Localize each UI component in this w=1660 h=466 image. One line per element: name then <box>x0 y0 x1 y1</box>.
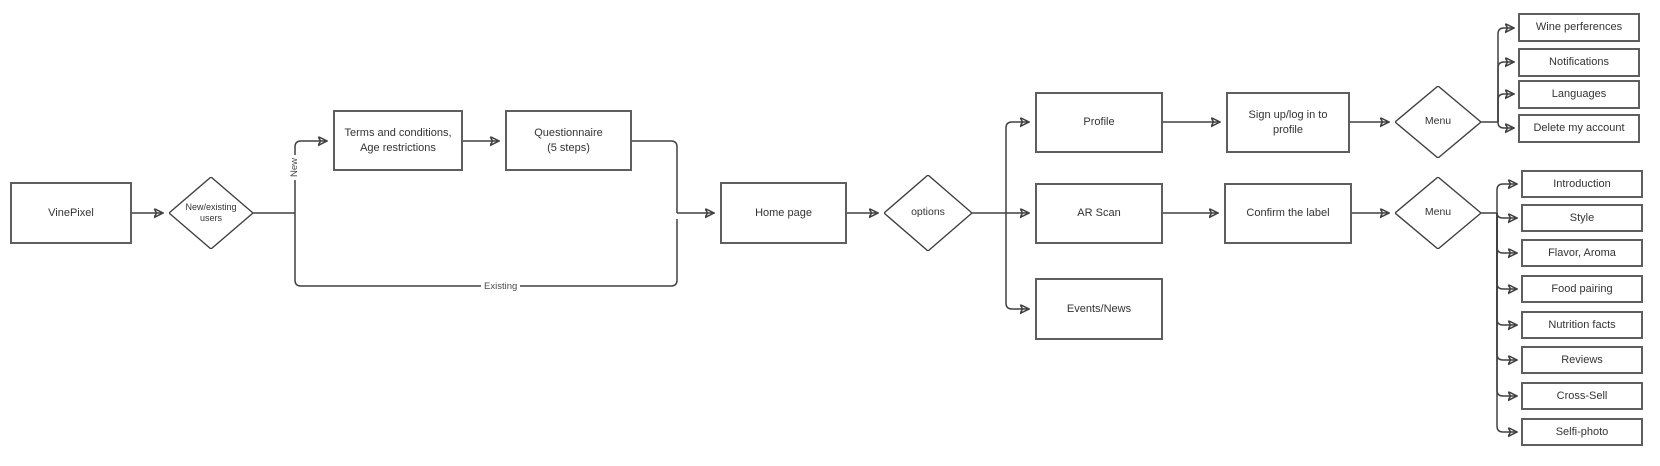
node-questionnaire: Questionnaire (5 steps) <box>505 110 632 171</box>
connector-menu2-selfie <box>1496 213 1516 432</box>
decision-options: options <box>884 175 972 251</box>
connector-menu1-notifications <box>1497 62 1513 122</box>
edge-label-existing: Existing <box>481 280 521 293</box>
edge-label-new: New <box>288 154 302 181</box>
decision-label: New/existing users <box>185 201 237 223</box>
connector-new-terms <box>294 141 326 213</box>
node-ar-scan: AR Scan <box>1035 183 1163 244</box>
menu-item-flavor-aroma: Flavor, Aroma <box>1521 239 1643 267</box>
decision-menu-scan: Menu <box>1395 177 1481 249</box>
decision-label: Menu <box>1424 115 1452 128</box>
connector-menu2-crosssell <box>1496 213 1516 396</box>
menu-item-selfie-photo: Selfi-photo <box>1521 418 1643 446</box>
connector-options-events <box>1005 213 1028 309</box>
menu-item-languages: Languages <box>1518 80 1640 109</box>
menu-item-reviews: Reviews <box>1521 346 1643 374</box>
connector-menu2-flavor <box>1496 213 1516 253</box>
connector-menu2-introduction <box>1496 184 1516 213</box>
node-vinepixel: VinePixel <box>10 182 132 244</box>
node-profile: Profile <box>1035 92 1163 153</box>
menu-item-nutrition-facts: Nutrition facts <box>1521 311 1643 339</box>
connector-options-profile <box>1005 122 1028 213</box>
menu-item-style: Style <box>1521 204 1643 232</box>
diamond-shape <box>169 177 253 249</box>
connector-menu2-nutrition <box>1496 213 1516 325</box>
connector-menu1-delete <box>1497 121 1513 128</box>
decision-label: Menu <box>1424 206 1452 219</box>
menu-item-food-pairing: Food pairing <box>1521 275 1643 303</box>
connector-questionnaire-junction <box>632 140 678 213</box>
diamond-shape <box>1395 177 1481 249</box>
connector-menu2-style <box>1496 212 1516 218</box>
menu-item-wine-preferences: Wine perferences <box>1518 13 1640 42</box>
decision-menu-profile: Menu <box>1395 86 1481 158</box>
connector-existing <box>294 213 678 287</box>
connector-menu1-wine <box>1497 28 1513 122</box>
node-events-news: Events/News <box>1035 278 1163 340</box>
menu-item-cross-sell: Cross-Sell <box>1521 382 1643 410</box>
decision-label: options <box>911 206 945 219</box>
node-confirm-label: Confirm the label <box>1224 183 1352 244</box>
decision-new-existing-users: New/existing users <box>169 177 253 249</box>
menu-item-delete-account: Delete my account <box>1518 114 1640 143</box>
node-terms-conditions: Terms and conditions, Age restrictions <box>333 110 463 171</box>
connector-menu1-languages <box>1497 94 1513 122</box>
menu-item-notifications: Notifications <box>1518 48 1640 77</box>
node-sign-up-log-in: Sign up/log in to profile <box>1226 92 1350 153</box>
connector-menu2-food <box>1496 213 1516 289</box>
diamond-shape <box>1395 86 1481 158</box>
diamond-shape <box>884 175 972 251</box>
node-home-page: Home page <box>720 182 847 244</box>
connector-menu2-reviews <box>1496 213 1516 360</box>
menu-item-introduction: Introduction <box>1521 170 1643 198</box>
